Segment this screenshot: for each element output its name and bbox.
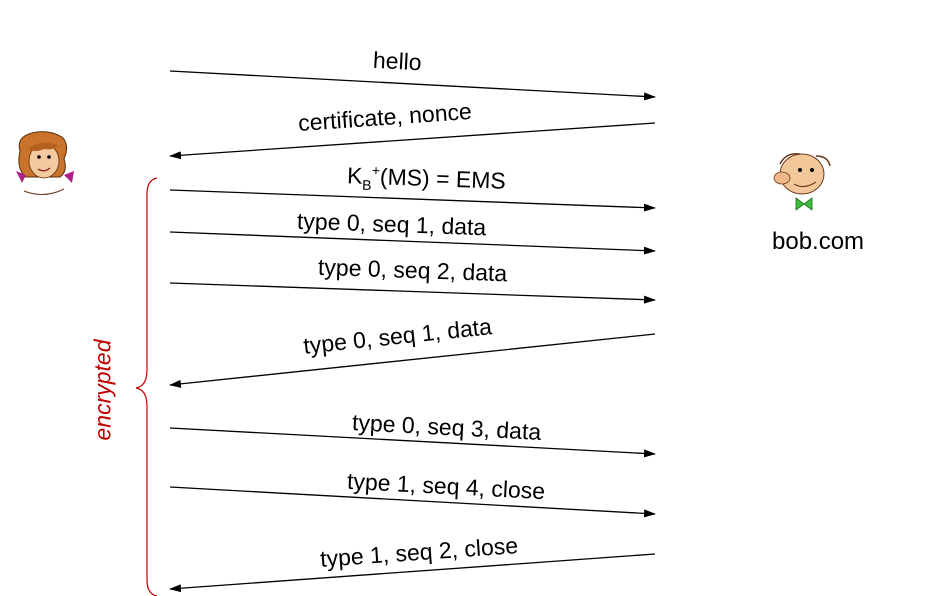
arrow-seq4-close [169, 486, 656, 518]
msg-hello-label: hello [372, 46, 423, 76]
arrow-seq3-data [169, 427, 656, 458]
arrow-seq1-data [169, 231, 656, 255]
alice-cartoon-icon [16, 131, 74, 195]
arrow-certificate [169, 122, 656, 160]
bob-cartoon-icon [773, 152, 831, 211]
bob-host-label: bob.com [772, 228, 865, 255]
arrow-seq2-data [169, 282, 656, 304]
arrow-ems [169, 189, 656, 212]
encrypted-brace [135, 177, 158, 596]
ems-key-base: K [346, 162, 363, 189]
arrow-hello [169, 70, 656, 101]
ems-rest: (MS) = EMS [379, 163, 507, 194]
msg-ems-label: KB+(MS) = EMS [347, 162, 507, 197]
encrypted-label: encrypted [89, 339, 116, 441]
arrow-server-seq1-data [169, 333, 656, 388]
ems-key-sub: B [361, 176, 372, 194]
arrow-server-seq2-close [169, 553, 656, 593]
